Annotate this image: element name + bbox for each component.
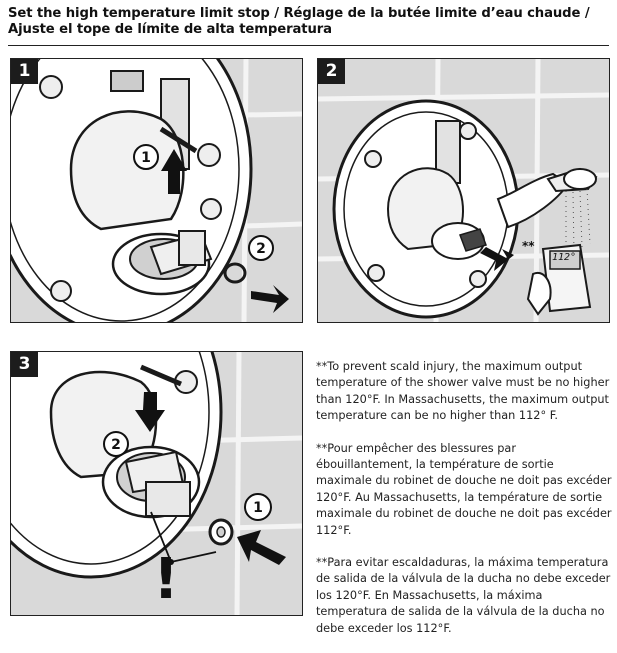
step-number: 2 [318,59,345,84]
callout-1: 1 [244,493,272,521]
title-divider [8,45,609,46]
step-2-illustration [318,59,609,322]
thermometer-reading: 112° [551,252,577,263]
step-1-illustration [11,59,302,322]
callout-label: 1 [253,500,263,516]
step-2-panel: 2 ** 112° [317,58,610,323]
step-3-illustration [11,352,302,615]
step-number: 1 [11,59,38,84]
note-spanish: **Para evitar escaldaduras, la máxima te… [316,556,611,635]
step-number: 3 [11,352,38,377]
note-english: **To prevent scald injury, the maximum o… [316,360,610,423]
callout-2: 2 [103,431,129,457]
safety-notes: **To prevent scald injury, the maximum o… [316,359,612,653]
callout-2: 2 [248,235,274,261]
callout-1: 1 [133,144,159,170]
callout-label: 2 [111,437,121,453]
note-marker: ** [522,239,535,253]
warning-exclamation: ! [153,547,179,612]
page-title: Set the high temperature limit stop / Ré… [8,6,590,37]
callout-label: 1 [141,150,151,166]
note-french: **Pour empêcher des blessures par ébouil… [316,441,612,537]
step-3-panel: 3 2 1 ! [10,351,303,616]
step-1-panel: 1 1 2 [10,58,303,323]
callout-label: 2 [256,241,266,257]
